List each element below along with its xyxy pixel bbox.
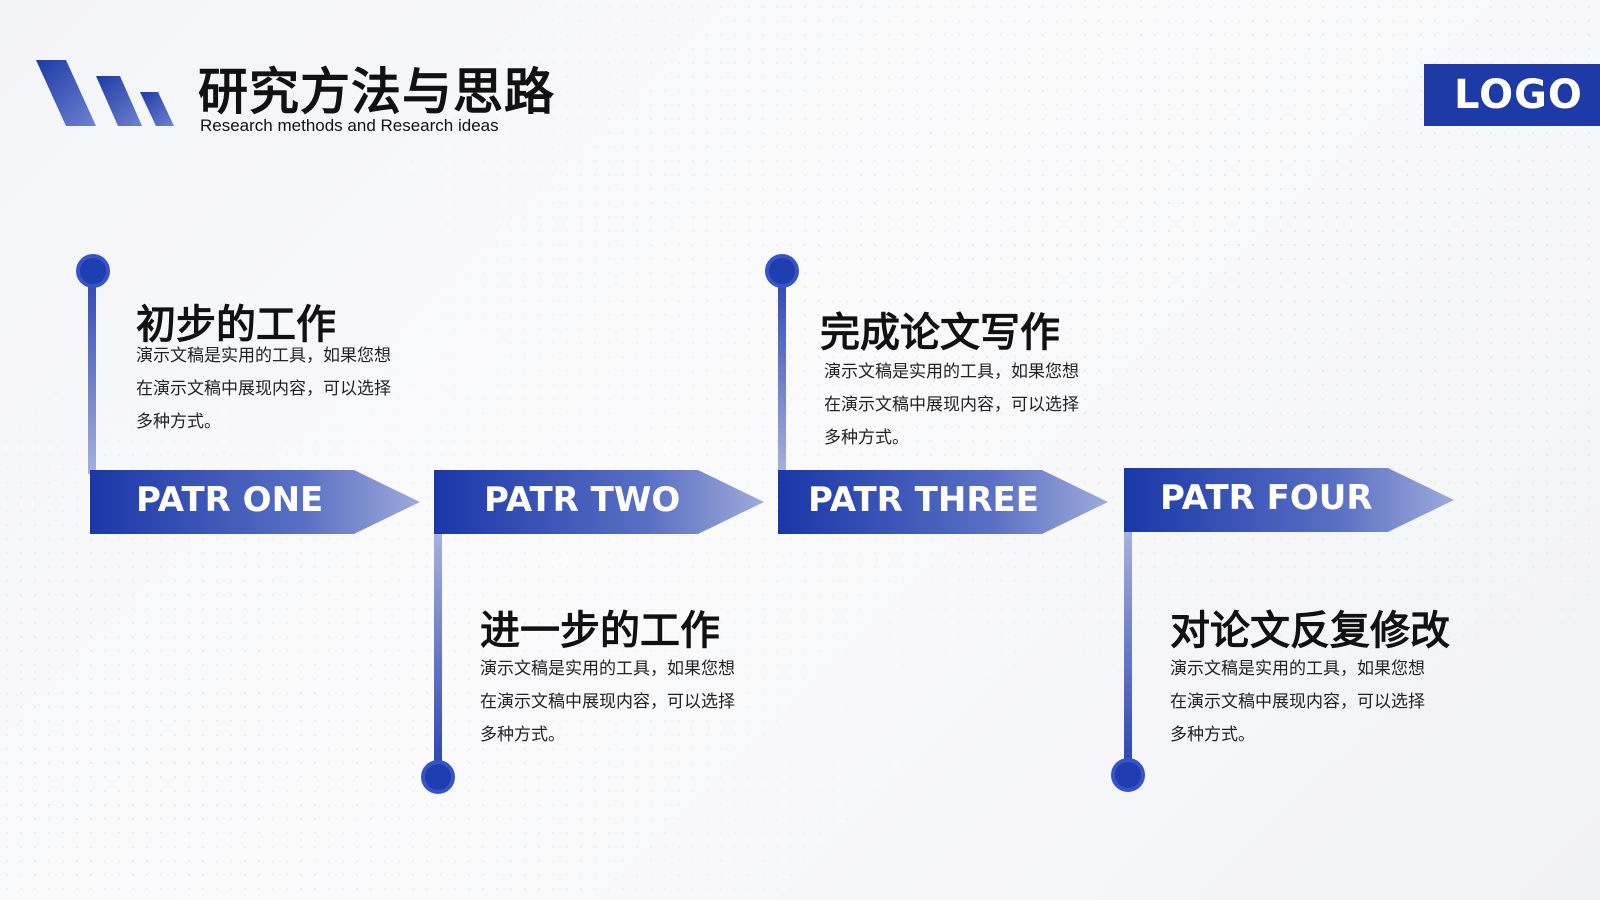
- step-1-arrow: [90, 470, 420, 534]
- step-1-pin-line: [88, 270, 96, 474]
- step-2-pin-dot: [421, 760, 455, 794]
- logo: LOGO: [1424, 64, 1600, 126]
- step-3-pin-line: [778, 270, 786, 474]
- page-subtitle: Research methods and Research ideas: [200, 116, 499, 135]
- step-2-title: 进一步的工作: [480, 607, 720, 654]
- step-3-arrow: [778, 470, 1108, 534]
- step-4-pin-dot: [1111, 758, 1145, 792]
- step-1-pin-dot: [76, 254, 110, 288]
- logo-text: LOGO: [1454, 72, 1583, 118]
- step-4-description: 演示文稿是实用的工具，如果您想在演示文稿中展现内容，可以选择多种方式。: [1170, 659, 1425, 745]
- step-3-label: PATR THREE: [808, 480, 1039, 520]
- step-2-description: 演示文稿是实用的工具，如果您想在演示文稿中展现内容，可以选择多种方式。: [480, 659, 735, 745]
- step-1-title: 初步的工作: [136, 301, 336, 348]
- step-4-pin-line: [1124, 532, 1132, 768]
- step-3-description: 演示文稿是实用的工具，如果您想在演示文稿中展现内容，可以选择多种方式。: [824, 362, 1079, 448]
- page-title: 研究方法与思路: [198, 62, 555, 121]
- step-1-label: PATR ONE: [136, 480, 324, 520]
- step-4-title: 对论文反复修改: [1170, 607, 1450, 654]
- step-3-title: 完成论文写作: [820, 309, 1060, 356]
- step-1-description: 演示文稿是实用的工具，如果您想在演示文稿中展现内容，可以选择多种方式。: [136, 346, 391, 432]
- step-3-pin-dot: [765, 254, 799, 288]
- step-2-arrow: [434, 470, 764, 534]
- step-2-pin-line: [434, 534, 442, 770]
- title-stripes-icon: [36, 60, 174, 126]
- step-4-arrow: [1124, 468, 1454, 532]
- step-4-label: PATR FOUR: [1160, 478, 1373, 518]
- step-2-label: PATR TWO: [484, 480, 681, 520]
